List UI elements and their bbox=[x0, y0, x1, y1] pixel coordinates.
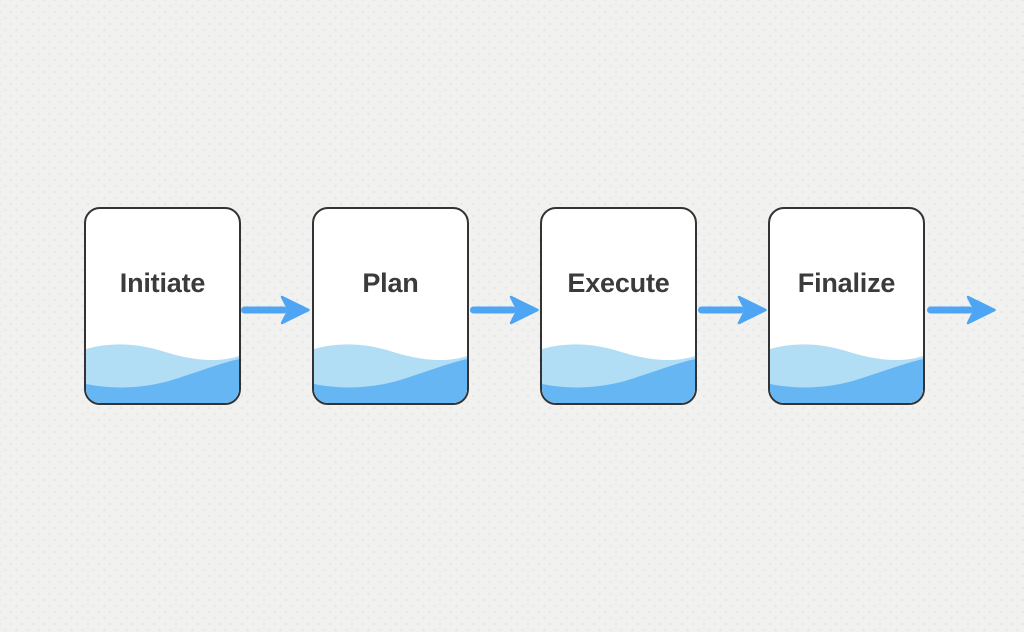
node-label: Execute bbox=[567, 268, 670, 298]
node-label: Finalize bbox=[797, 268, 896, 298]
flow-node-initiate[interactable]: Initiate bbox=[84, 207, 241, 405]
wave-decoration bbox=[770, 344, 923, 403]
node-label: Initiate bbox=[119, 268, 206, 298]
arrow-right-icon bbox=[241, 295, 310, 325]
flow-node-execute[interactable]: Execute bbox=[540, 207, 697, 405]
wave-decoration bbox=[542, 344, 695, 403]
wave-decoration bbox=[314, 344, 467, 403]
arrow-right-icon bbox=[927, 295, 996, 325]
wave-decoration bbox=[86, 344, 239, 403]
arrow-right-icon bbox=[470, 295, 539, 325]
flow-node-finalize[interactable]: Finalize bbox=[768, 207, 925, 405]
flow-node-plan[interactable]: Plan bbox=[312, 207, 469, 405]
arrow-right-icon bbox=[698, 295, 767, 325]
node-label: Plan bbox=[362, 268, 419, 298]
